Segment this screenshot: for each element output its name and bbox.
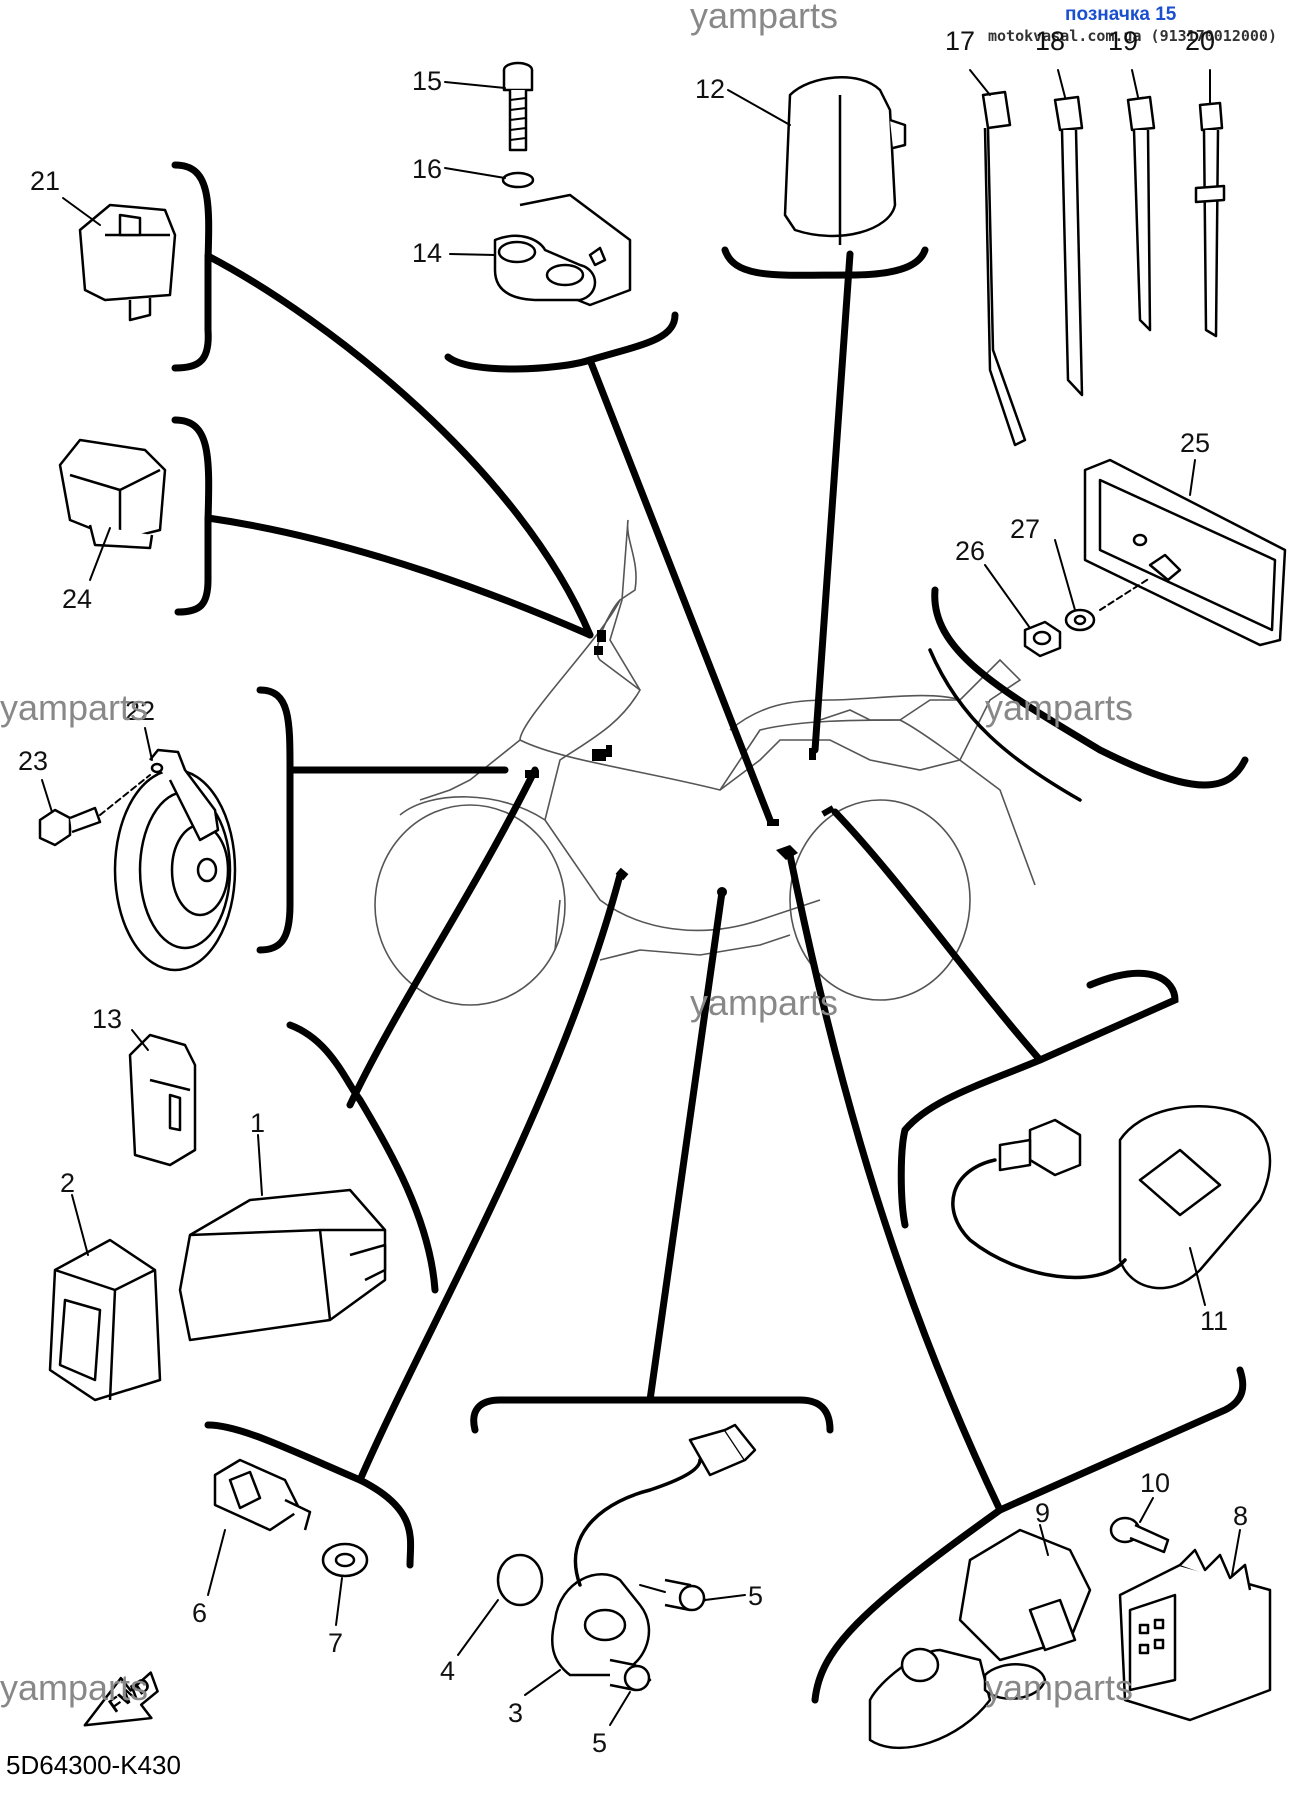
part-24-relay[interactable] xyxy=(58,438,167,550)
part-23-bolt[interactable] xyxy=(38,774,151,847)
callout-1[interactable]: 1 xyxy=(250,1108,265,1138)
callout-12[interactable]: 12 xyxy=(695,74,725,104)
callout-13[interactable]: 13 xyxy=(92,1004,122,1034)
callout-18[interactable]: 18 xyxy=(1035,26,1065,56)
callout-14[interactable]: 14 xyxy=(412,238,442,268)
callout-27[interactable]: 27 xyxy=(1010,514,1040,544)
part-5-screw-upper[interactable] xyxy=(639,1578,707,1612)
part-5-screw-lower[interactable] xyxy=(609,1658,652,1692)
part-9-sensor[interactable] xyxy=(868,1528,1092,1749)
callout-11[interactable]: 11 xyxy=(1200,1306,1228,1336)
callout-19[interactable]: 19 xyxy=(1108,26,1138,56)
part-14-rectifier[interactable] xyxy=(493,193,632,307)
callout-25[interactable]: 25 xyxy=(1180,428,1210,458)
watermark-bottom-left: yamparts xyxy=(0,1667,148,1708)
motorcycle-outline xyxy=(374,519,1036,1006)
part-21-relay[interactable] xyxy=(78,203,177,322)
part-25-cover-plate[interactable] xyxy=(1083,458,1287,647)
part-26-nut[interactable] xyxy=(1023,620,1062,658)
part-7-washer[interactable] xyxy=(321,1542,369,1578)
callout-9[interactable]: 9 xyxy=(1035,1498,1050,1528)
part-13-relay[interactable] xyxy=(128,1033,197,1167)
part-3-sensor[interactable] xyxy=(550,1423,757,1677)
watermark-center: yamparts xyxy=(690,982,838,1023)
callout-17[interactable]: 17 xyxy=(945,26,975,56)
watermark-left: yamparts xyxy=(0,687,148,728)
part-1-unit[interactable] xyxy=(178,1188,387,1342)
watermark-bottom-right: yamparts xyxy=(985,1667,1133,1708)
leader-lines xyxy=(171,161,1249,1704)
callout-5a[interactable]: 5 xyxy=(748,1581,763,1611)
diagram-title: позначка 15 xyxy=(1065,4,1177,25)
part-18-cable-tie[interactable] xyxy=(1053,95,1084,397)
callout-26[interactable]: 26 xyxy=(955,536,985,566)
callout-24[interactable]: 24 xyxy=(62,584,92,614)
part-4-oring[interactable] xyxy=(496,1553,544,1607)
callout-2[interactable]: 2 xyxy=(60,1168,75,1198)
part-15-bolt[interactable] xyxy=(502,61,534,152)
part-20-cable-tie[interactable] xyxy=(1194,101,1226,338)
part-25-stud[interactable] xyxy=(1099,553,1182,611)
part-6-sensor[interactable] xyxy=(213,1458,312,1532)
callout-6[interactable]: 6 xyxy=(192,1598,207,1628)
part-16-washer[interactable] xyxy=(501,171,535,189)
callout-22[interactable]: 22 xyxy=(125,696,155,726)
callout-23[interactable]: 23 xyxy=(18,746,48,776)
site-credit[interactable]: motokvasal.com.ua (913170012000) xyxy=(988,27,1277,45)
part-10-screw[interactable] xyxy=(1109,1516,1170,1554)
part-22-horn[interactable] xyxy=(113,748,237,972)
callout-21[interactable]: 21 xyxy=(30,166,60,196)
callout-3[interactable]: 3 xyxy=(508,1698,523,1728)
part-19-cable-tie[interactable] xyxy=(1126,95,1156,332)
watermark-top: yamparts xyxy=(690,0,838,36)
watermark-right: yamparts xyxy=(985,687,1133,728)
callout-7[interactable]: 7 xyxy=(328,1628,343,1658)
callout-numbers: 15 16 14 12 21 24 22 23 13 1 2 11 25 27 … xyxy=(18,26,1248,1758)
part-12-unit[interactable] xyxy=(783,76,907,245)
callout-4[interactable]: 4 xyxy=(440,1656,455,1686)
fwd-arrow-icon: FWD xyxy=(83,1671,159,1727)
callout-10[interactable]: 10 xyxy=(1140,1468,1170,1498)
callout-5b[interactable]: 5 xyxy=(592,1728,607,1758)
part-27-washer[interactable] xyxy=(1064,608,1096,632)
callout-8[interactable]: 8 xyxy=(1233,1501,1248,1531)
part-2-relay[interactable] xyxy=(48,1238,162,1402)
callout-leaders xyxy=(41,69,1241,1726)
part-17-cable-tie[interactable] xyxy=(981,90,1027,447)
callout-20[interactable]: 20 xyxy=(1185,26,1215,56)
watermarks: yamparts yamparts yamparts yamparts yamp… xyxy=(0,0,1133,1708)
callout-15[interactable]: 15 xyxy=(412,66,442,96)
drawing-code: 5D64300-K430 xyxy=(6,1750,181,1780)
part-11-sensor[interactable] xyxy=(951,1105,1272,1290)
part-8-connector[interactable] xyxy=(1118,1548,1272,1722)
callout-16[interactable]: 16 xyxy=(412,154,442,184)
